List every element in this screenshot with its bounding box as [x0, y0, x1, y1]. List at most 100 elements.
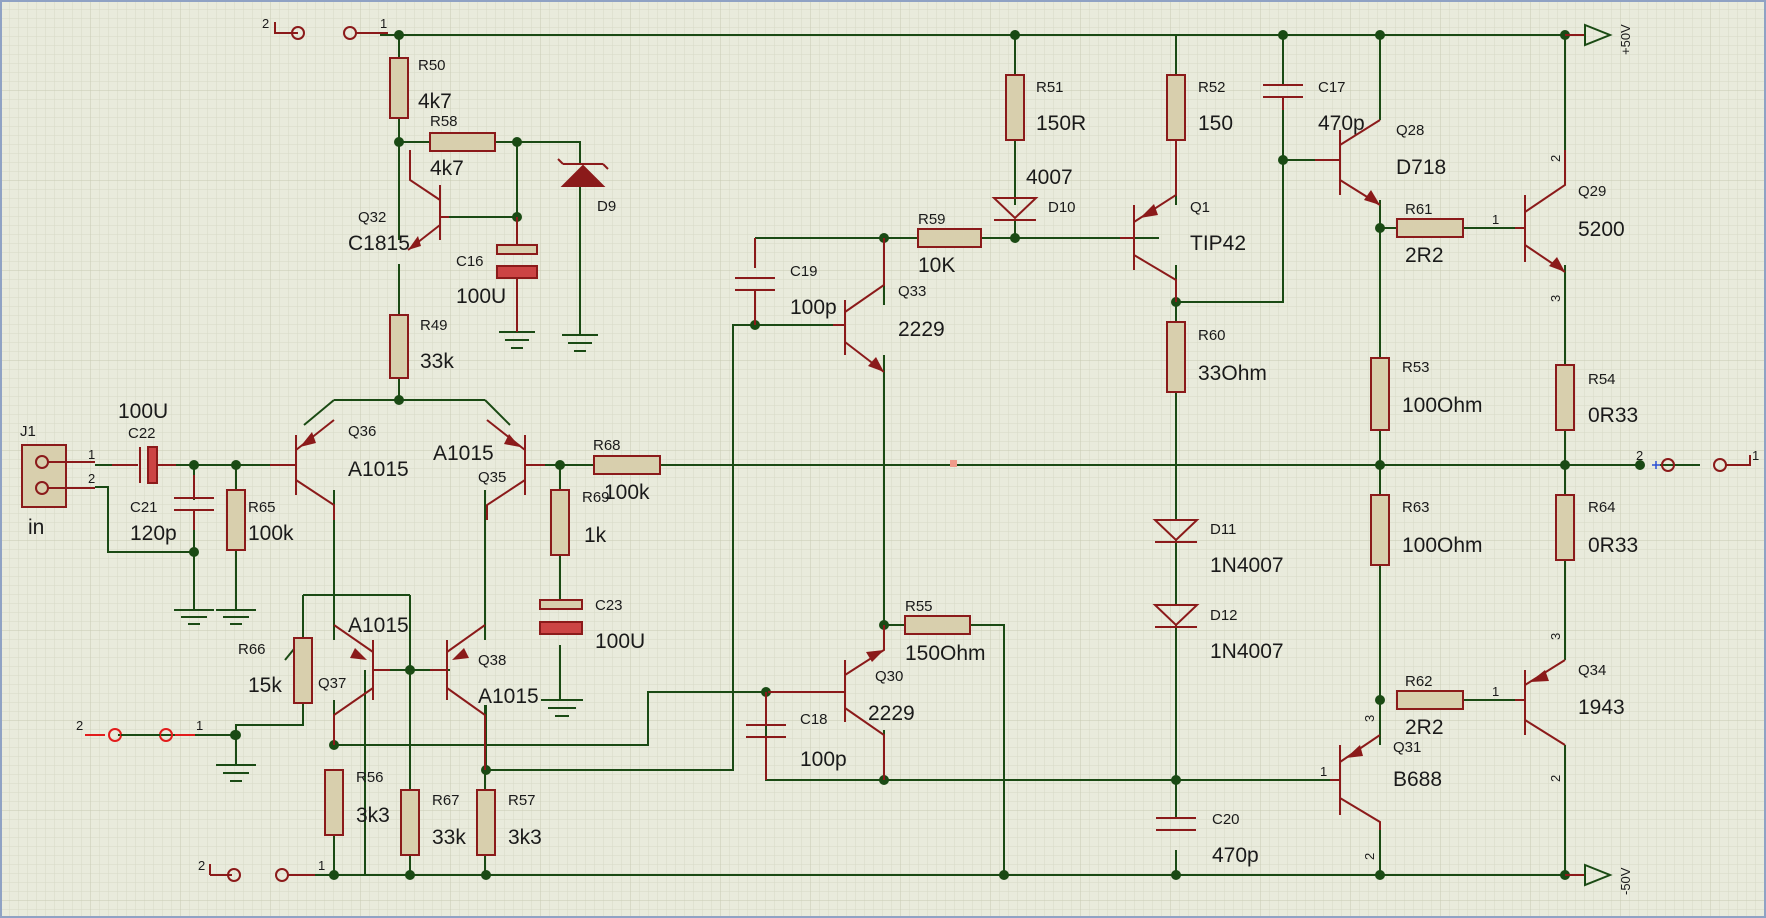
q28-transistor[interactable]: Q28 D718 — [1315, 119, 1446, 206]
r53-val: 100Ohm — [1402, 394, 1483, 417]
r55-val: 150Ohm — [905, 642, 986, 665]
r49-val: 33k — [420, 350, 454, 373]
c22-capacitor[interactable]: 100U C22 — [112, 400, 176, 484]
q35-val: A1015 — [433, 442, 494, 465]
r66-val: 15k — [248, 674, 282, 697]
d10-ref: D10 — [1048, 199, 1076, 216]
r61-val: 2R2 — [1405, 244, 1444, 267]
r62-resistor[interactable]: R62 2R2 1 3 — [1362, 673, 1499, 739]
r60-val: 33Ohm — [1198, 362, 1267, 385]
q37-ref: Q37 — [318, 675, 346, 692]
r67-ref: R67 — [432, 792, 460, 809]
r63-ref: R63 — [1402, 499, 1430, 516]
q1-ref: Q1 — [1190, 199, 1210, 216]
r59-resistor[interactable]: R59 10K — [917, 211, 982, 277]
c21-ref: C21 — [130, 499, 158, 516]
c17-val: 470p — [1318, 112, 1365, 135]
r53-resistor[interactable]: R53 100Ohm — [1370, 357, 1483, 431]
r56-ref: R56 — [356, 769, 384, 786]
q31-transistor[interactable]: 1 Q31 B688 2 — [1320, 734, 1442, 860]
r53-ref: R53 — [1402, 359, 1430, 376]
r51-resistor[interactable]: R51 150R — [1005, 74, 1086, 141]
d12-diode[interactable]: D12 1N4007 — [1152, 604, 1284, 663]
r56-resistor[interactable]: R56 3k3 — [324, 769, 390, 836]
r69-resistor[interactable]: R69 1k — [550, 489, 610, 556]
q32-transistor[interactable]: Q32 C1815 — [348, 150, 449, 255]
r50-resistor[interactable]: R50 4k7 — [389, 57, 452, 119]
c20-val: 470p — [1212, 844, 1259, 867]
q32-val: C1815 — [348, 232, 410, 255]
c21-capacitor[interactable]: C21 120p — [130, 475, 214, 545]
pos-rail-terminal[interactable]: +50V — [1565, 23, 1633, 55]
svg-text:1: 1 — [88, 447, 95, 462]
c17-ref: C17 — [1318, 79, 1346, 96]
r68-val: 100k — [604, 481, 650, 504]
c18-ref: C18 — [800, 711, 828, 728]
d9-zener[interactable]: D9 — [557, 158, 616, 215]
pos-rail-label: +50V — [1618, 24, 1633, 55]
q35-ref: Q35 — [478, 469, 506, 486]
q32-ref: Q32 — [358, 209, 386, 226]
r56-val: 3k3 — [356, 804, 390, 827]
r66-resistor[interactable]: R66 15k — [238, 637, 313, 704]
svg-text:2: 2 — [76, 718, 83, 733]
r57-resistor[interactable]: R57 3k3 — [476, 789, 542, 856]
d10-val: 4007 — [1026, 166, 1073, 189]
svg-text:2: 2 — [1548, 155, 1563, 162]
r54-resistor[interactable]: R54 0R33 — [1555, 364, 1638, 431]
q35-transistor[interactable]: A1015 Q35 — [433, 419, 545, 520]
r69-val: 1k — [584, 524, 607, 547]
r52-resistor[interactable]: R52 150 — [1166, 74, 1233, 141]
d10-diode[interactable]: 4007 D10 — [991, 166, 1076, 221]
r49-resistor[interactable]: R49 33k — [389, 314, 454, 379]
q38-transistor[interactable]: Q38 A1015 — [430, 624, 539, 770]
r69-ref: R69 — [582, 489, 610, 506]
c20-capacitor[interactable]: C20 470p — [1156, 811, 1259, 867]
q37-transistor[interactable]: A1015 Q37 — [318, 614, 409, 745]
c23-capacitor[interactable]: C23 100U — [539, 597, 645, 653]
r55-resistor[interactable]: R55 150Ohm — [904, 598, 986, 665]
svg-text:1: 1 — [1320, 764, 1327, 779]
r50-ref: R50 — [418, 57, 446, 74]
q36-ref: Q36 — [348, 423, 376, 440]
r64-resistor[interactable]: R64 0R33 — [1555, 494, 1638, 561]
svg-text:1: 1 — [196, 718, 203, 733]
r59-val: 10K — [918, 254, 955, 277]
d12-val: 1N4007 — [1210, 640, 1284, 663]
r63-resistor[interactable]: R63 100Ohm — [1370, 494, 1483, 566]
q29-transistor[interactable]: Q29 5200 2 3 — [1515, 150, 1625, 302]
r57-val: 3k3 — [508, 826, 542, 849]
q36-transistor[interactable]: Q36 A1015 — [270, 419, 409, 520]
j1-connector[interactable]: 12 J1 in — [20, 423, 95, 539]
c23-ref: C23 — [595, 597, 623, 614]
c18-capacitor[interactable]: C18 100p — [746, 692, 847, 780]
r60-resistor[interactable]: R60 33Ohm — [1166, 321, 1267, 393]
c19-capacitor[interactable]: C19 100p — [735, 238, 837, 325]
c16-capacitor[interactable]: C16 100U — [456, 217, 538, 332]
r67-resistor[interactable]: R67 33k — [400, 789, 466, 856]
q30-transistor[interactable]: Q30 2229 — [768, 625, 915, 780]
q1-transistor[interactable]: Q1 TIP42 — [1120, 140, 1246, 302]
r68-ref: R68 — [593, 437, 621, 454]
r65-ref: R65 — [248, 499, 276, 516]
c22-val: 100U — [118, 400, 168, 423]
neg-rail-terminal[interactable]: -50V — [1565, 863, 1633, 895]
r58-resistor[interactable]: R58 4k7 — [429, 113, 496, 180]
r65-resistor[interactable]: R65 100k — [226, 489, 294, 551]
d11-diode[interactable]: D11 1N4007 — [1152, 519, 1284, 577]
c17-capacitor[interactable]: C17 470p — [1263, 79, 1365, 135]
r61-resistor[interactable]: R61 2R2 1 — [1396, 201, 1499, 267]
q34-transistor[interactable]: Q34 1943 3 2 — [1515, 633, 1625, 782]
c22-ref: C22 — [128, 425, 156, 442]
c19-val: 100p — [790, 296, 837, 319]
svg-text:2: 2 — [262, 16, 269, 31]
q33-transistor[interactable]: Q33 2229 — [833, 238, 945, 373]
neg-rail-label: -50V — [1618, 867, 1633, 895]
r68-resistor[interactable]: R68 100k — [593, 437, 661, 504]
